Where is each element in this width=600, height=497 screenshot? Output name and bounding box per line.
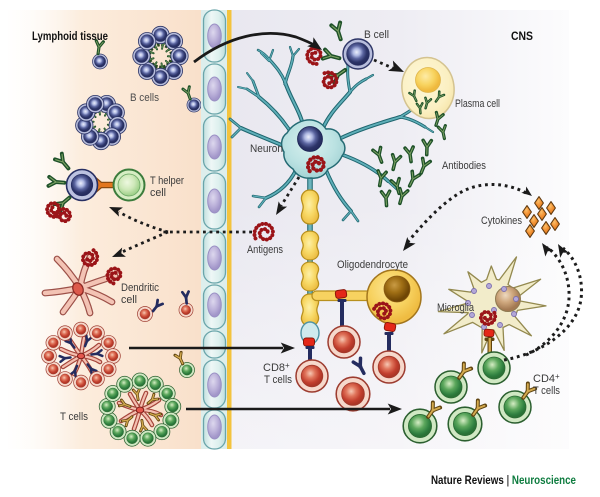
svg-text:T cells: T cells bbox=[533, 385, 560, 397]
svg-text:cell: cell bbox=[121, 294, 137, 306]
svg-text:Microglia: Microglia bbox=[437, 302, 475, 314]
svg-text:Lymphoid tissue: Lymphoid tissue bbox=[32, 31, 108, 43]
svg-text:B cells: B cells bbox=[130, 92, 159, 104]
svg-text:T cells: T cells bbox=[264, 374, 292, 386]
svg-text:Plasma cell: Plasma cell bbox=[455, 98, 500, 110]
svg-text:CD8+: CD8+ bbox=[263, 361, 290, 374]
svg-text:CNS: CNS bbox=[511, 29, 533, 43]
svg-text:B cell: B cell bbox=[364, 29, 389, 41]
svg-text:Antigens: Antigens bbox=[247, 244, 283, 256]
svg-text:cell: cell bbox=[150, 187, 166, 199]
svg-text:Antibodies: Antibodies bbox=[442, 160, 486, 172]
svg-text:Cytokines: Cytokines bbox=[481, 215, 522, 227]
svg-text:Dendritic: Dendritic bbox=[121, 282, 159, 294]
svg-text:T helper: T helper bbox=[150, 175, 184, 187]
svg-text:CD4+: CD4+ bbox=[533, 372, 560, 385]
svg-text:Nature Reviews | Neuroscience: Nature Reviews | Neuroscience bbox=[431, 475, 576, 487]
svg-text:Neuron: Neuron bbox=[250, 143, 283, 155]
svg-text:T cells: T cells bbox=[60, 411, 88, 423]
svg-text:Oligodendrocyte: Oligodendrocyte bbox=[337, 259, 408, 271]
